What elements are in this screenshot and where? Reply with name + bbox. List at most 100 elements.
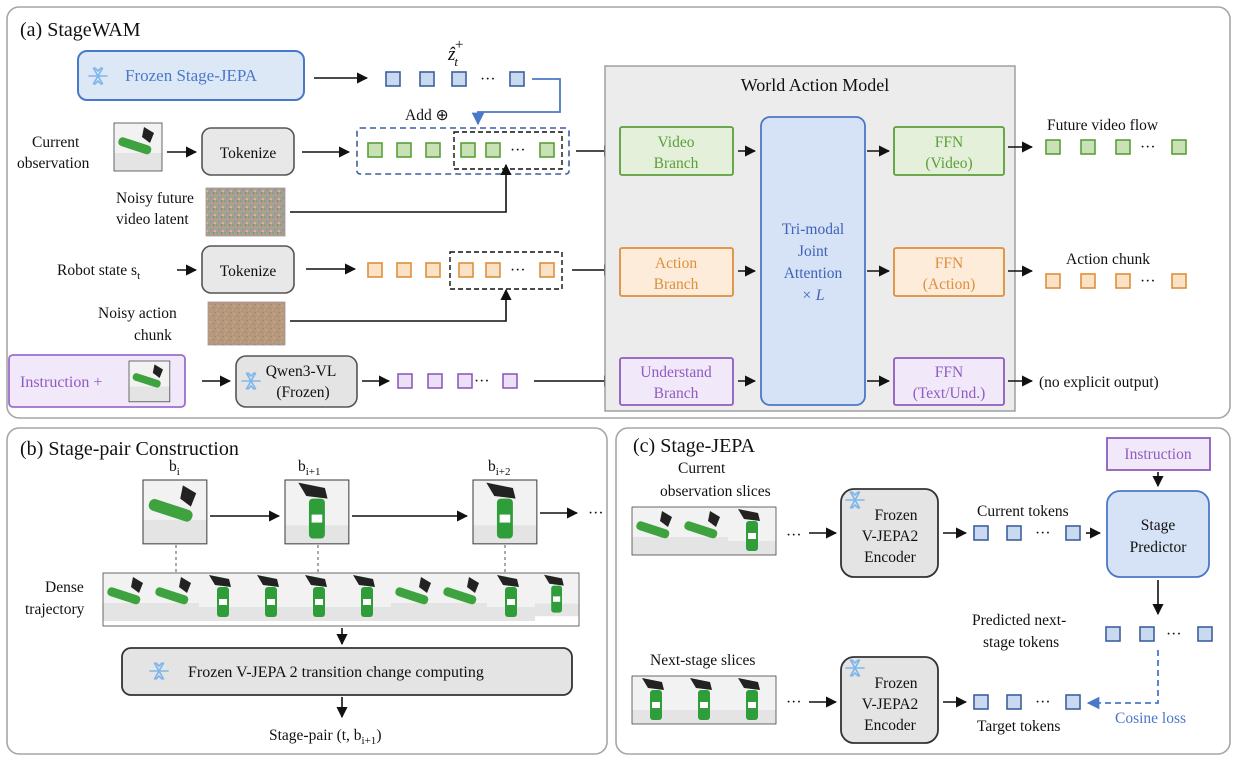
keyframe-b-i1	[284, 479, 350, 545]
instruction-box-c: Instruction	[1106, 437, 1211, 471]
trimodal-label-3: Attention	[784, 265, 843, 282]
dense-trajectory-label: Dense	[45, 579, 84, 596]
b-i2-label: bi+2	[488, 458, 511, 478]
noisy-video-label: Noisy future	[116, 190, 194, 207]
instruction-tokens: ···	[397, 373, 518, 390]
video-token-ellipsis: ···	[510, 142, 526, 159]
video-branch-label: Video	[658, 134, 695, 151]
noisy-action-label-2: chunk	[134, 327, 172, 344]
next-slices-ellipsis: ···	[786, 694, 802, 711]
predicted-next-stage-tokens: ···	[1105, 626, 1213, 643]
ffn-text-box: FFN (Text/Und.)	[893, 357, 1005, 406]
current-observation-label-2: observation	[17, 155, 90, 172]
encoder-label-current-3: Encoder	[864, 549, 916, 566]
ffn-text-label-2: (Text/Und.)	[913, 385, 986, 402]
next-stage-slices	[631, 675, 777, 725]
noisy-video-label-2: video latent	[116, 211, 189, 228]
target-tokens: ···	[973, 694, 1081, 711]
ffn-video-box: FFN (Video)	[893, 126, 1005, 176]
understand-branch-label: Understand	[640, 364, 712, 381]
encoder-label-next-2: V-JEPA2	[862, 696, 919, 713]
next-stage-slices-label: Next-stage slices	[650, 652, 755, 669]
keyframe-b-i	[142, 479, 208, 545]
action-branch-box: Action Branch	[619, 247, 734, 297]
panel-a-title: (a) StageWAM	[20, 19, 141, 41]
world-action-model-title: World Action Model	[741, 75, 890, 95]
future-video-flow-label: Future video flow	[1047, 117, 1159, 134]
instruction-label-a: Instruction +	[20, 374, 102, 391]
action-chunk-ellipsis: ···	[1140, 273, 1156, 290]
instruction-input-box: Instruction +	[8, 354, 186, 408]
keyframe-ellipsis: ···	[588, 505, 604, 522]
ffn-video-label: FFN	[935, 134, 963, 151]
frozen-vjepa2-encoder-current: Frozen V-JEPA2 Encoder	[840, 488, 939, 578]
qwen-label-2: (Frozen)	[276, 384, 329, 401]
encoder-label-current-2: V-JEPA2	[862, 528, 919, 545]
add-label: Add ⊕	[405, 107, 449, 124]
action-tokens: ···	[367, 262, 555, 279]
video-tokens: ···	[367, 142, 555, 159]
current-tokens-label: Current tokens	[977, 503, 1069, 520]
action-chunk-tokens: ···	[1045, 273, 1187, 290]
qwen-label: Qwen3-VL	[266, 363, 337, 380]
current-tokens-ellipsis: ···	[1035, 525, 1051, 542]
action-token-ellipsis: ···	[510, 262, 526, 279]
arrow-noisy-video-to-tokens	[290, 163, 512, 213]
frozen-vjepa-label: Frozen V-JEPA 2 transition change comput…	[188, 664, 484, 681]
predicted-tokens-ellipsis: ···	[1166, 626, 1182, 643]
dense-trajectory-strip	[102, 572, 580, 627]
future-video-ellipsis: ···	[1140, 139, 1156, 156]
video-branch-label-2: Branch	[654, 155, 699, 172]
instruction-token-ellipsis: ···	[474, 373, 490, 390]
cosine-loss-arrow	[1086, 650, 1159, 710]
encoder-label-current: Frozen	[874, 507, 917, 524]
panel-b-title: (b) Stage-pair Construction	[20, 438, 239, 460]
target-tokens-ellipsis: ···	[1035, 694, 1051, 711]
action-chunk-label: Action chunk	[1066, 251, 1150, 268]
noisy-action-label: Noisy action	[98, 305, 177, 322]
stage-predictor-label-2: Predictor	[1130, 539, 1188, 556]
panel-c-title: (c) Stage-JEPA	[633, 435, 756, 457]
action-branch-label-2: Branch	[654, 276, 699, 293]
ffn-action-label-2: (Action)	[923, 276, 976, 293]
ffn-video-label-2: (Video)	[925, 155, 972, 172]
frozen-vjepa-transition-box: Frozen V-JEPA 2 transition change comput…	[121, 647, 573, 696]
tokenize-button-video: Tokenize	[201, 127, 295, 176]
action-branch-label: Action	[655, 255, 697, 272]
future-video-tokens: ···	[1045, 139, 1187, 156]
noisy-action-chunk-image	[207, 301, 286, 346]
stage-predictor-label: Stage	[1141, 517, 1176, 534]
arrow-noisy-action-to-tokens	[290, 288, 512, 322]
instruction-image	[128, 360, 171, 403]
target-tokens-label: Target tokens	[977, 718, 1060, 735]
instruction-label-c: Instruction	[1124, 446, 1191, 463]
video-branch-box: Video Branch	[619, 126, 734, 176]
robot-state-label: Robot state st	[57, 262, 140, 282]
b-i1-label: bi+1	[298, 458, 321, 478]
tokenize-button-action: Tokenize	[201, 245, 295, 294]
understand-branch-label-2: Branch	[654, 385, 699, 402]
frozen-vjepa2-encoder-next: Frozen V-JEPA2 Encoder	[840, 656, 939, 744]
ffn-action-label: FFN	[935, 255, 963, 272]
ffn-text-label: FFN	[935, 364, 963, 381]
panel-c-frame	[615, 427, 1231, 755]
panel-b-frame	[6, 427, 608, 755]
current-slices-label-2: observation slices	[660, 483, 771, 500]
panel-a-frame	[6, 6, 1231, 419]
trimodal-attention-box: Tri-modal Joint Attention × L	[760, 116, 866, 406]
stage-pair-label: Stage-pair (t, bi+1)	[269, 727, 381, 747]
predicted-tokens-label: Predicted next-	[972, 612, 1066, 629]
current-observation-label: Current	[32, 134, 80, 151]
trimodal-label-4: × L	[802, 287, 825, 304]
understand-branch-box: Understand Branch	[619, 357, 734, 406]
current-observation-slices	[631, 506, 777, 556]
no-explicit-output-label: (no explicit output)	[1039, 374, 1159, 391]
predicted-tokens-label-2: stage tokens	[983, 634, 1059, 651]
tokenize-label-video: Tokenize	[220, 145, 277, 162]
frozen-stage-jepa-label: Frozen Stage-JEPA	[125, 66, 258, 85]
b-i-label: bi	[169, 458, 180, 478]
encoder-label-next: Frozen	[874, 675, 917, 692]
arrow-z-to-add	[471, 78, 561, 126]
z-hat-label: ẑt+	[447, 37, 464, 69]
